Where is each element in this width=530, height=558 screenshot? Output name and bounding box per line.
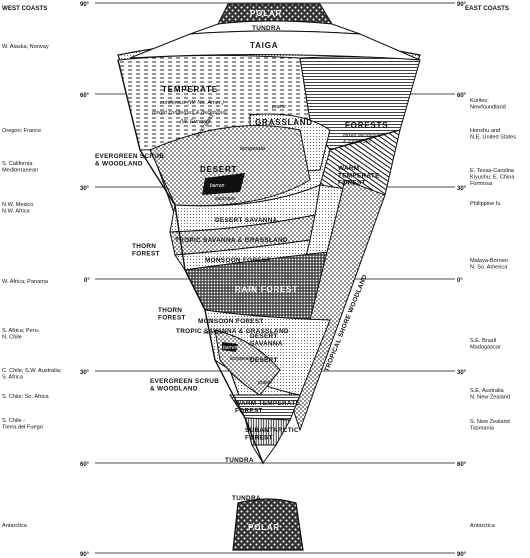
lat-label: 60°	[457, 462, 467, 468]
zone-label: TUNDRA	[232, 495, 261, 502]
zone-label: TUNDRA	[225, 457, 254, 464]
zone-label: barren	[210, 183, 225, 189]
zone-label: coniferous (W. No. Amer.)	[160, 100, 224, 106]
zone-label: prairie	[257, 380, 272, 386]
zone-label: POLAR	[250, 9, 282, 18]
zone-label: barren	[223, 345, 238, 351]
zone-label: GRASSLAND	[255, 118, 313, 127]
latitude-labels-west: 90° 60° 30° 0° 30° 60° 90°	[80, 2, 90, 558]
zone-label: subtropic	[215, 196, 236, 202]
east-coast-note: Antarctica	[470, 523, 496, 529]
zone-label: EVERGREEN SCRUB& WOODLAND	[95, 153, 164, 167]
zone-label: RAIN FOREST	[235, 285, 298, 294]
west-coast-note: Oregon; France	[2, 128, 41, 134]
barren-zone	[202, 173, 245, 195]
lat-label: 30°	[457, 186, 467, 192]
west-coast-note: Antarctica	[2, 523, 28, 529]
continent-body	[117, 3, 421, 551]
lat-label: 90°	[80, 2, 90, 8]
latitude-labels-east: 90° 60° 30° 0° 30° 60° 90°	[457, 2, 467, 558]
zone-label: MONSOON FOREST	[205, 257, 271, 264]
zone-label: TAIGA	[250, 41, 278, 50]
lat-label: 0°	[457, 278, 463, 284]
west-coast-note: S. Africa; Peru-N. Chile	[2, 328, 40, 340]
zone-label: (W. Europe)	[180, 119, 210, 125]
west-coast-note: W. Alaska; Norway	[2, 44, 49, 50]
zone-label: FORESTS	[345, 121, 388, 130]
east-coasts-header: EAST COASTS	[465, 5, 509, 12]
west-coast-note: S. Chile -Tierra del Fuego	[2, 418, 43, 430]
zone-label: temperate	[240, 146, 265, 152]
zone-label: TROPIC SAVANNA & GRASSLAND	[175, 237, 288, 244]
lat-label: 60°	[80, 93, 90, 99]
zone-label: DESERT	[200, 165, 237, 174]
west-coasts-header: WEST COASTS	[2, 5, 47, 12]
polar-south-zone	[232, 498, 304, 551]
lat-label: 90°	[80, 552, 90, 558]
zone-label: mixed coniferous & deciduous	[152, 110, 227, 116]
zone-label: EVERGREEN SCRUB& WOODLAND	[150, 378, 219, 392]
west-coast-note: W. Africa; Panama	[2, 279, 49, 285]
lat-label: 0°	[84, 278, 90, 284]
tundra-south-zone	[251, 444, 277, 464]
zone-label: TEMPERATE	[162, 85, 218, 94]
lat-label: 90°	[457, 552, 467, 558]
zone-label: temperate	[230, 356, 253, 362]
west-coast-note: C. Chile; S.W. Australia;S. Africa	[2, 368, 62, 380]
lat-label: 30°	[80, 370, 90, 376]
lat-label: 30°	[80, 186, 90, 192]
zone-label: TUNDRA	[252, 25, 281, 32]
zone-label: subtropic	[203, 330, 224, 336]
zone-label: POLAR	[248, 523, 280, 532]
warm-temperate-south-zone	[229, 394, 301, 421]
zone-label: mixed deciduous& coniferous	[343, 133, 381, 145]
west-coast-line	[117, 59, 264, 464]
zone-label: DESERT	[250, 357, 278, 364]
zone-label: DESERT SAVANNA	[215, 217, 278, 224]
lat-label: 60°	[80, 462, 90, 468]
east-coast-note: Philippine Is.	[470, 201, 502, 207]
zone-label: MONSOON FOREST	[198, 318, 264, 325]
barren-south-zone	[222, 342, 238, 352]
zone-label: TROPIC SAVANNA & GRASSLAND	[176, 328, 289, 335]
west-coast-notes: W. Alaska; Norway Oregon; France S. Cali…	[2, 44, 62, 529]
east-coast-note: Kuriles;Newfoundland	[470, 98, 506, 110]
lat-label: 60°	[457, 93, 467, 99]
west-coast-note: S. Chile; So. Africa	[2, 394, 50, 400]
zone-label: prairie	[271, 104, 286, 110]
lat-label: 30°	[457, 370, 467, 376]
lat-label: 90°	[457, 2, 467, 8]
